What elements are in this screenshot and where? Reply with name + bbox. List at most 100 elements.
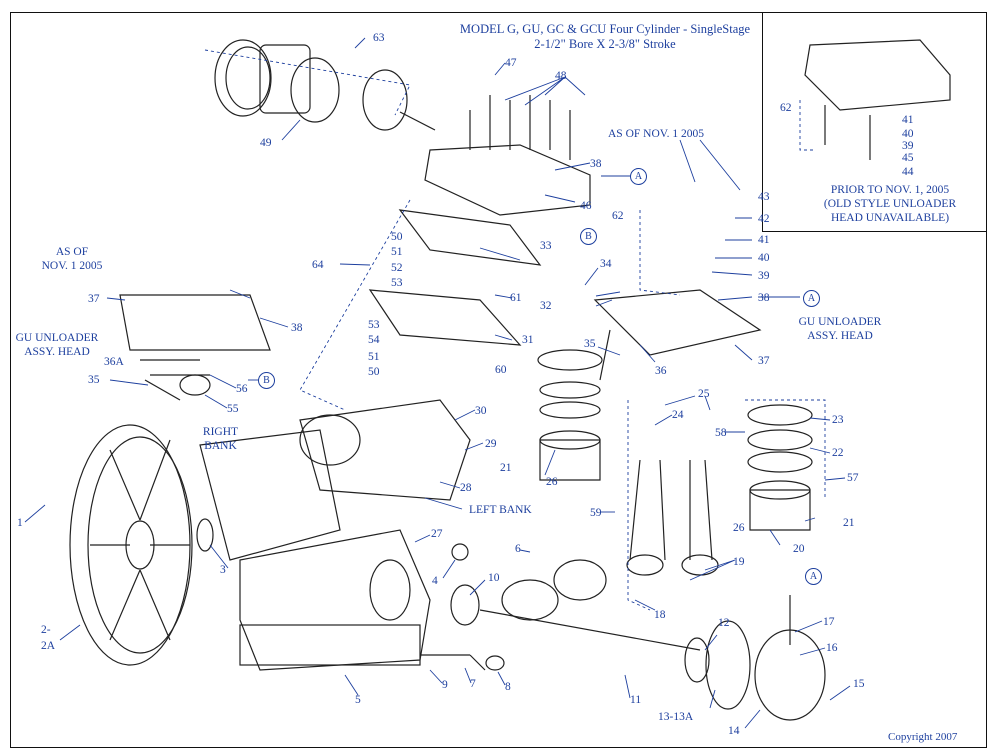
- note-prior-2: (OLD STYLE UNLOADER: [823, 198, 957, 210]
- part-21-left: 21: [500, 462, 512, 474]
- part-24: 24: [672, 409, 684, 421]
- part-27: 27: [431, 528, 443, 540]
- part-38-mid: 38: [758, 292, 770, 304]
- part-45: 45: [902, 152, 914, 164]
- part-56: 56: [236, 383, 248, 395]
- part-16: 16: [826, 642, 838, 654]
- part-10: 10: [488, 572, 500, 584]
- note-gu-left-1: GU UNLOADER: [15, 332, 99, 344]
- note-prior-1: PRIOR TO NOV. 1, 2005: [830, 184, 950, 196]
- note-gu-right-2: ASSY. HEAD: [807, 330, 873, 342]
- note-gu-left-2: ASSY. HEAD: [24, 346, 90, 358]
- callout-a-right: A: [803, 290, 820, 307]
- part-49: 49: [260, 137, 272, 149]
- part-37-left: 37: [88, 293, 100, 305]
- part-60: 60: [495, 364, 507, 376]
- callout-a-bottom: A: [805, 568, 822, 585]
- note-right-bank-1: RIGHT: [202, 426, 239, 438]
- note-prior-3: HEAD UNAVAILABLE): [830, 212, 950, 224]
- part-36: 36: [655, 365, 667, 377]
- part-41-inset: 41: [902, 114, 914, 126]
- part-6: 6: [515, 543, 521, 555]
- part-54: 54: [368, 334, 380, 346]
- part-40-inset: 40: [902, 128, 914, 140]
- copyright: Copyright 2007: [888, 731, 958, 743]
- part-12: 12: [718, 617, 730, 629]
- part-58: 58: [715, 427, 727, 439]
- callout-b-mid: B: [580, 228, 597, 245]
- part-59: 59: [590, 507, 602, 519]
- note-as-of-left-1: AS OF: [55, 246, 89, 258]
- part-43: 43: [758, 191, 770, 203]
- callout-a-top: A: [630, 168, 647, 185]
- part-25: 25: [698, 388, 710, 400]
- part-53-top: 53: [391, 277, 403, 289]
- part-32: 32: [540, 300, 552, 312]
- part-7: 7: [470, 678, 476, 690]
- outer-frame: [10, 12, 987, 748]
- part-5: 5: [355, 694, 361, 706]
- part-55: 55: [227, 403, 239, 415]
- part-48: 48: [555, 70, 567, 82]
- part-57: 57: [847, 472, 859, 484]
- part-41: 41: [758, 234, 770, 246]
- part-30: 30: [475, 405, 487, 417]
- part-38-top: 38: [590, 158, 602, 170]
- part-20: 20: [793, 543, 805, 555]
- part-51-bottom: 51: [368, 351, 380, 363]
- part-51-top: 51: [391, 246, 403, 258]
- part-61: 61: [510, 292, 522, 304]
- part-53-bottom: 53: [368, 319, 380, 331]
- part-14: 14: [728, 725, 740, 737]
- part-11: 11: [630, 694, 642, 706]
- part-4: 4: [432, 575, 438, 587]
- part-44: 44: [902, 166, 914, 178]
- part-33: 33: [540, 240, 552, 252]
- part-34: 34: [600, 258, 612, 270]
- part-42: 42: [758, 213, 770, 225]
- note-right-bank-2: BANK: [204, 440, 237, 452]
- part-31: 31: [522, 334, 534, 346]
- part-2: 2-: [41, 624, 51, 636]
- part-1: 1: [17, 517, 23, 529]
- part-26-left: 26: [546, 476, 558, 488]
- part-29: 29: [485, 438, 497, 450]
- part-40: 40: [758, 252, 770, 264]
- part-39-inset: 39: [902, 140, 914, 152]
- part-46: 46: [580, 200, 592, 212]
- part-8: 8: [505, 681, 511, 693]
- diagram-title-line1: MODEL G, GU, GC & GCU Four Cylinder - Si…: [459, 22, 751, 36]
- part-15: 15: [853, 678, 865, 690]
- part-19: 19: [733, 556, 745, 568]
- part-37-right: 37: [758, 355, 770, 367]
- note-left-bank: LEFT BANK: [469, 504, 532, 516]
- part-50-top: 50: [391, 231, 403, 243]
- part-62-mid: 62: [612, 210, 624, 222]
- part-36a: 36A: [104, 356, 124, 368]
- part-21-right: 21: [843, 517, 855, 529]
- part-13-13a: 13-13A: [658, 711, 694, 723]
- part-3: 3: [220, 564, 226, 576]
- part-28: 28: [460, 482, 472, 494]
- part-23: 23: [832, 414, 844, 426]
- part-47: 47: [505, 57, 517, 69]
- part-62-inset: 62: [780, 102, 792, 114]
- part-50-bottom: 50: [368, 366, 380, 378]
- part-52: 52: [391, 262, 403, 274]
- part-38-left: 38: [291, 322, 303, 334]
- part-64: 64: [312, 259, 324, 271]
- part-18: 18: [654, 609, 666, 621]
- part-22: 22: [832, 447, 844, 459]
- part-63: 63: [373, 32, 385, 44]
- part-35-left: 35: [88, 374, 100, 386]
- callout-b-left: B: [258, 372, 275, 389]
- part-26-right: 26: [733, 522, 745, 534]
- diagram-title-line2: 2-1/2" Bore X 2-3/8" Stroke: [534, 37, 676, 51]
- part-35-right: 35: [584, 338, 596, 350]
- part-9: 9: [442, 679, 448, 691]
- inset-frame: [762, 12, 986, 232]
- part-39: 39: [758, 270, 770, 282]
- part-17: 17: [823, 616, 835, 628]
